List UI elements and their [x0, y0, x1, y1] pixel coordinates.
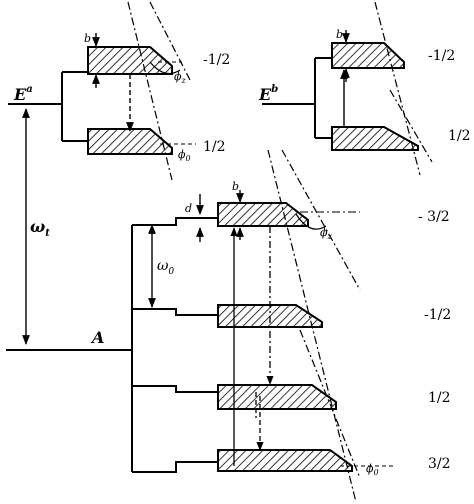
ea-phiz-label: ϕz: [174, 70, 187, 85]
a-slant-line-2: [281, 149, 361, 291]
a-band-minus-3-2: [217, 202, 309, 227]
a-qn-minus-3-2: - 3/2: [418, 209, 450, 225]
a-b-label: b: [232, 180, 239, 193]
ea-b-label: b: [84, 32, 91, 45]
ea-upper-band: [87, 46, 173, 75]
eb-slant-line-2: [389, 89, 433, 163]
a-level-group: A ω0 d b ϕz ϕ0: [6, 149, 451, 503]
a-stub-1: [132, 217, 218, 226]
omega-t-group: ωt: [22, 108, 50, 345]
a-stub-4: [132, 461, 218, 473]
eb-qn-bottom: 1/2: [448, 128, 471, 144]
a-stub-2: [132, 308, 218, 316]
a-stub-3: [132, 385, 218, 393]
a-slant-line-3: [299, 329, 361, 479]
a-qn-plus-3-2: 3/2: [428, 456, 451, 472]
eb-upper-band: [331, 42, 405, 69]
a-phi0-label: ϕ0: [366, 462, 379, 477]
eb-level-group: b Eb -1/2 1/2: [258, 1, 471, 176]
a-phiz-label: ϕz: [320, 226, 333, 241]
a-qn-minus-1-2: -1/2: [424, 307, 451, 323]
a-slant-line-1: [267, 149, 357, 503]
eb-qn-top: -1/2: [428, 48, 455, 64]
a-qn-plus-1-2: 1/2: [428, 390, 451, 406]
ea-slant-line-2: [149, 1, 191, 81]
a-band-plus-1-2: [217, 384, 337, 410]
ea-phi0-label: ϕ0: [178, 148, 191, 163]
a-level-label: A: [90, 328, 104, 347]
ea-qn-top: -1/2: [203, 52, 230, 68]
eb-level-label: Eb: [258, 84, 278, 104]
ea-lower-band: [87, 128, 173, 155]
ea-level-group: b ϕz ϕ0 Ea -1/2 1/2: [8, 1, 230, 181]
eb-b-label: b: [336, 28, 343, 41]
eb-slant-line-1: [374, 1, 421, 176]
ea-slant-line-1: [127, 1, 173, 181]
a-phiz-arc: [295, 213, 327, 230]
ea-qn-bottom: 1/2: [203, 139, 226, 155]
omega-t-label: ωt: [30, 217, 50, 239]
a-d-label: d: [185, 202, 192, 215]
ea-level-label: Ea: [13, 84, 33, 104]
omega-0-label: ω0: [157, 258, 174, 277]
ea-phiz-arc: [149, 61, 181, 75]
eb-lower-band: [331, 126, 419, 151]
a-band-plus-3-2: [217, 449, 353, 472]
